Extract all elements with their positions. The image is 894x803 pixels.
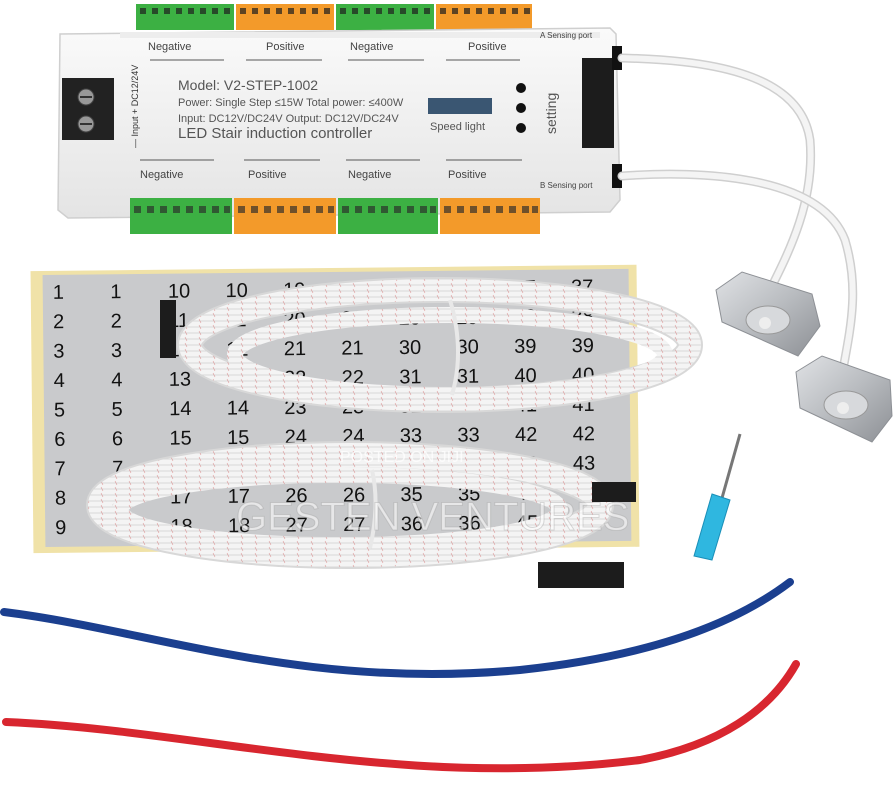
sticker-number: 18: [228, 515, 250, 537]
setting-buttons: [516, 83, 526, 133]
input-side-label: — Input + DC12/24V: [130, 65, 140, 148]
extension-cable-bundle-1: [160, 277, 703, 413]
sticker-number: 17: [228, 486, 250, 508]
cable-tie-2: [368, 469, 378, 549]
sticker-number: 30: [399, 337, 421, 359]
cable-tie-1: [448, 299, 460, 396]
sticker-number: 3: [111, 340, 122, 362]
sticker-number: 42: [515, 424, 537, 446]
watermark-brand: GESTEN VENTURES: [236, 495, 629, 539]
model-label: Model: V2-STEP-1002: [178, 77, 318, 93]
sticker-number: 2: [111, 311, 122, 333]
product-title-label: LED Stair induction controller: [178, 125, 372, 142]
sticker-number: 26: [343, 484, 365, 506]
sticker-number: 33: [457, 424, 479, 446]
sticker-number: 1: [110, 281, 121, 303]
sticker-number: 39: [514, 336, 536, 358]
screwdriver: [693, 433, 742, 561]
pir-sensor-1: [715, 271, 821, 357]
sticker-number: 21: [341, 337, 363, 359]
sticker-number: 6: [54, 429, 65, 451]
sticker-number: 36: [458, 513, 480, 535]
setting-label: setting: [543, 93, 559, 134]
sticker-number: 10: [168, 280, 190, 302]
sticker-number: 1: [53, 282, 64, 304]
cable-connector-1: [160, 300, 176, 358]
speed-light-label: Speed light: [430, 121, 485, 133]
bottom-positive-label-2: Positive: [448, 169, 487, 181]
sticker-number: 7: [54, 458, 65, 480]
sticker-number: 14: [169, 398, 191, 420]
sticker-number: 14: [227, 397, 249, 419]
cable-connector-3: [538, 562, 624, 588]
sticker-number: 31: [457, 366, 479, 388]
sticker-number: 36: [401, 513, 423, 535]
bottom-positive-label-1: Positive: [248, 169, 287, 181]
controller-case: [57, 27, 621, 219]
sticker-number: 31: [399, 366, 421, 388]
sticker-number: 7: [112, 458, 123, 480]
blue-wire: [0, 578, 794, 678]
top-negative-label-1: Negative: [148, 41, 191, 53]
pir-sensor-2: [795, 355, 893, 443]
sticker-number: 27: [343, 514, 365, 536]
terminal-blocks-top: [136, 4, 532, 30]
sticker-number: 13: [169, 369, 191, 391]
sensing-port-a-label: A Sensing port: [540, 31, 593, 40]
sticker-number: 10: [225, 280, 247, 302]
red-wire: [2, 660, 800, 773]
sticker-number: 4: [54, 370, 65, 392]
sticker-number: 27: [285, 514, 307, 536]
watermark-posted: POSTED ON JIJI: [340, 449, 464, 466]
sticker-number: 40: [514, 365, 536, 387]
sticker-number: 5: [54, 399, 65, 421]
sticker-number: 5: [111, 399, 122, 421]
top-positive-label-2: Positive: [468, 41, 507, 53]
sticker-number: 6: [112, 428, 123, 450]
sensing-port-b-label: B Sensing port: [540, 181, 593, 190]
top-positive-label-1: Positive: [266, 41, 305, 53]
sensor-cables: [617, 53, 858, 380]
sticker-number: 8: [55, 488, 66, 510]
sticker-number: 30: [456, 336, 478, 358]
bottom-negative-label-2: Negative: [348, 169, 391, 181]
bottom-negative-label-1: Negative: [140, 169, 183, 181]
top-negative-label-2: Negative: [350, 41, 393, 53]
terminal-blocks-bottom: [130, 198, 540, 234]
sticker-number: 43: [573, 453, 595, 475]
sensor-port-connector: [582, 58, 614, 148]
sticker-number: 9: [55, 517, 66, 539]
speed-display: [428, 98, 492, 114]
sticker-number: 26: [285, 485, 307, 507]
sticker-number: 2: [53, 311, 64, 333]
sticker-number: 35: [400, 484, 422, 506]
sticker-number: 21: [284, 338, 306, 360]
sticker-number: 15: [227, 427, 249, 449]
input-label: Input: DC12V/DC24V Output: DC12V/DC24V: [178, 113, 399, 125]
power-label: Power: Single Step ≤15W Total power: ≤40…: [178, 97, 404, 109]
sticker-number: 4: [111, 369, 122, 391]
cable-connector-2: [592, 482, 636, 502]
sticker-number: 15: [169, 427, 191, 449]
power-input-terminal: [62, 78, 114, 140]
sticker-number: 3: [53, 341, 64, 363]
extension-cable-bundle-2: [86, 441, 636, 588]
sticker-number: 39: [572, 335, 594, 357]
stair-controller: — Input + DC12/24V Negative Positive Neg…: [57, 4, 622, 234]
sticker-number: 33: [400, 425, 422, 447]
sticker-number: 42: [573, 423, 595, 445]
